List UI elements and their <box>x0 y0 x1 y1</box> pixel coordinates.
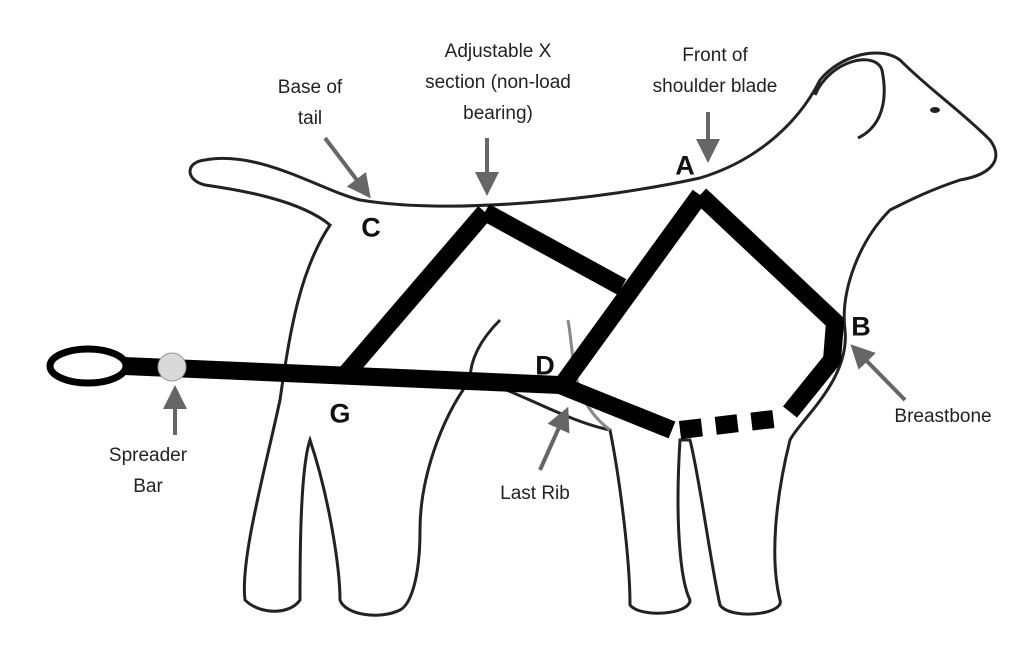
label-line: bearing) <box>463 103 533 124</box>
label-front-shoulder: Front of shoulder blade <box>653 40 778 102</box>
arrow-breastbone <box>850 344 907 402</box>
label-breastbone: Breastbone <box>894 406 992 427</box>
arrow-base-of-tail <box>323 136 371 199</box>
point-b: B <box>851 311 871 342</box>
label-line: Bar <box>133 476 163 497</box>
arrow-last-rib <box>538 406 570 471</box>
label-adjustable-x: Adjustable X section (non-load bearing) <box>425 36 571 129</box>
label-line: Spreader <box>108 445 188 466</box>
label-line: Front of <box>682 45 748 66</box>
point-g: G <box>329 398 351 429</box>
strap-a-b <box>693 188 844 418</box>
point-c: C <box>361 212 381 243</box>
spreader-bar <box>157 352 187 382</box>
arrows <box>163 112 907 471</box>
label-line: shoulder blade <box>652 76 778 97</box>
main-strap <box>124 357 676 439</box>
label-spreader-bar: Spreader Bar <box>109 440 187 502</box>
label-line: tail <box>297 108 323 129</box>
dog-outline <box>188 51 998 617</box>
strap-x-lower <box>338 206 492 381</box>
strap-x-upper <box>480 204 627 295</box>
belly-strap-dashed <box>678 409 784 439</box>
eye <box>930 107 940 113</box>
point-a: A <box>675 150 695 181</box>
label-base-of-tail: Base of tail <box>278 72 342 134</box>
point-d: D <box>535 350 555 381</box>
leash-loop <box>46 345 130 387</box>
ear <box>813 58 886 140</box>
label-line: section (non-load <box>425 72 571 93</box>
label-line: Adjustable X <box>444 41 552 62</box>
leg-line <box>468 318 502 381</box>
harness <box>124 188 844 439</box>
strap-a-d <box>552 189 708 394</box>
label-line: Base of <box>277 77 343 98</box>
label-last-rib: Last Rib <box>500 483 570 504</box>
